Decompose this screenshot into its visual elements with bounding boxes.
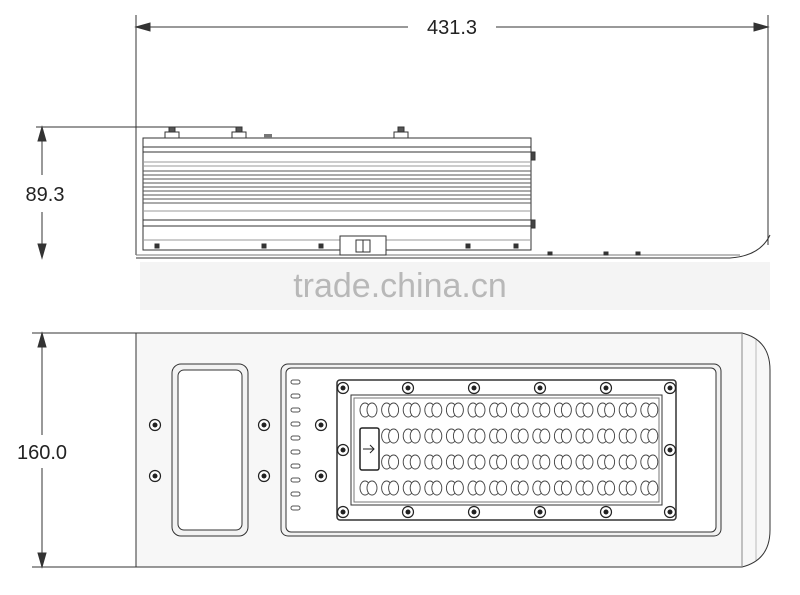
top-width-label: 160.0 bbox=[17, 442, 67, 464]
led-icon bbox=[575, 480, 594, 496]
screw-icon bbox=[663, 443, 677, 457]
overall-length-label: 431.3 bbox=[427, 17, 477, 39]
led-icon bbox=[597, 402, 616, 418]
led-icon bbox=[553, 428, 572, 444]
led-icon bbox=[575, 402, 594, 418]
led-icon bbox=[597, 480, 616, 496]
led-icon bbox=[532, 428, 551, 444]
screw-icon bbox=[148, 418, 162, 432]
led-icon bbox=[381, 428, 400, 444]
dimension-top-width bbox=[32, 331, 150, 569]
led-icon bbox=[532, 402, 551, 418]
led-icon bbox=[575, 428, 594, 444]
screw-icon bbox=[257, 418, 271, 432]
led-icon bbox=[510, 428, 529, 444]
screw-icon bbox=[599, 505, 613, 519]
led-icon bbox=[640, 454, 659, 470]
screw-icon bbox=[336, 381, 350, 395]
watermark: trade.china.cn bbox=[293, 267, 507, 305]
side-view bbox=[136, 126, 771, 259]
led-icon bbox=[467, 454, 486, 470]
side-height-label: 89.3 bbox=[26, 184, 65, 206]
screw-icon bbox=[257, 469, 271, 483]
led-icon bbox=[640, 428, 659, 444]
led-icon bbox=[597, 454, 616, 470]
top-bolt-1 bbox=[164, 126, 180, 139]
screw-icon bbox=[467, 381, 481, 395]
top-bolt-3 bbox=[393, 126, 409, 139]
led-icon bbox=[402, 454, 421, 470]
led-icon bbox=[618, 454, 637, 470]
led-icon bbox=[424, 480, 443, 496]
screw-icon bbox=[401, 505, 415, 519]
led-icon bbox=[467, 480, 486, 496]
led-icon bbox=[445, 480, 464, 496]
screw-icon bbox=[336, 443, 350, 457]
led-icon bbox=[553, 480, 572, 496]
led-icon bbox=[467, 402, 486, 418]
top-bolt-2 bbox=[231, 126, 247, 139]
led-icon bbox=[489, 480, 508, 496]
vent-slots bbox=[290, 379, 301, 511]
led-icon bbox=[489, 428, 508, 444]
led-icon bbox=[618, 402, 637, 418]
led-array bbox=[359, 402, 659, 496]
screw-icon bbox=[663, 505, 677, 519]
led-icon bbox=[445, 428, 464, 444]
dimension-side-height bbox=[36, 125, 240, 260]
screw-group bbox=[148, 381, 677, 519]
led-icon bbox=[489, 402, 508, 418]
mounting-bracket bbox=[339, 235, 387, 256]
led-icon bbox=[618, 480, 637, 496]
led-icon bbox=[553, 402, 572, 418]
screw-icon bbox=[314, 469, 328, 483]
led-icon bbox=[359, 402, 378, 418]
led-icon bbox=[381, 454, 400, 470]
led-icon bbox=[445, 402, 464, 418]
led-icon bbox=[553, 454, 572, 470]
led-icon bbox=[575, 454, 594, 470]
led-icon bbox=[640, 480, 659, 496]
screw-icon bbox=[467, 505, 481, 519]
watermark-band bbox=[140, 262, 770, 310]
led-icon bbox=[510, 454, 529, 470]
led-icon bbox=[359, 480, 378, 496]
screw-icon bbox=[314, 418, 328, 432]
heat-sink-fins bbox=[143, 170, 531, 204]
led-icon bbox=[402, 402, 421, 418]
screw-icon bbox=[401, 381, 415, 395]
led-icon bbox=[467, 428, 486, 444]
led-icon bbox=[489, 454, 508, 470]
screw-icon bbox=[663, 381, 677, 395]
screw-icon bbox=[599, 381, 613, 395]
led-icon bbox=[597, 428, 616, 444]
led-icon bbox=[510, 480, 529, 496]
right-arrow-icon bbox=[363, 444, 375, 454]
led-icon bbox=[402, 480, 421, 496]
led-icon bbox=[510, 402, 529, 418]
led-icon bbox=[445, 454, 464, 470]
connector bbox=[359, 427, 380, 471]
led-icon bbox=[424, 454, 443, 470]
screw-icon bbox=[533, 505, 547, 519]
led-icon bbox=[381, 480, 400, 496]
led-icon bbox=[424, 402, 443, 418]
led-icon bbox=[424, 428, 443, 444]
led-icon bbox=[532, 454, 551, 470]
led-icon bbox=[532, 480, 551, 496]
led-icon bbox=[618, 428, 637, 444]
dimension-overall-length bbox=[134, 15, 770, 255]
led-icon bbox=[402, 428, 421, 444]
screw-icon bbox=[336, 505, 350, 519]
led-icon bbox=[640, 402, 659, 418]
led-icon bbox=[381, 402, 400, 418]
screw-icon bbox=[533, 381, 547, 395]
screw-icon bbox=[148, 469, 162, 483]
